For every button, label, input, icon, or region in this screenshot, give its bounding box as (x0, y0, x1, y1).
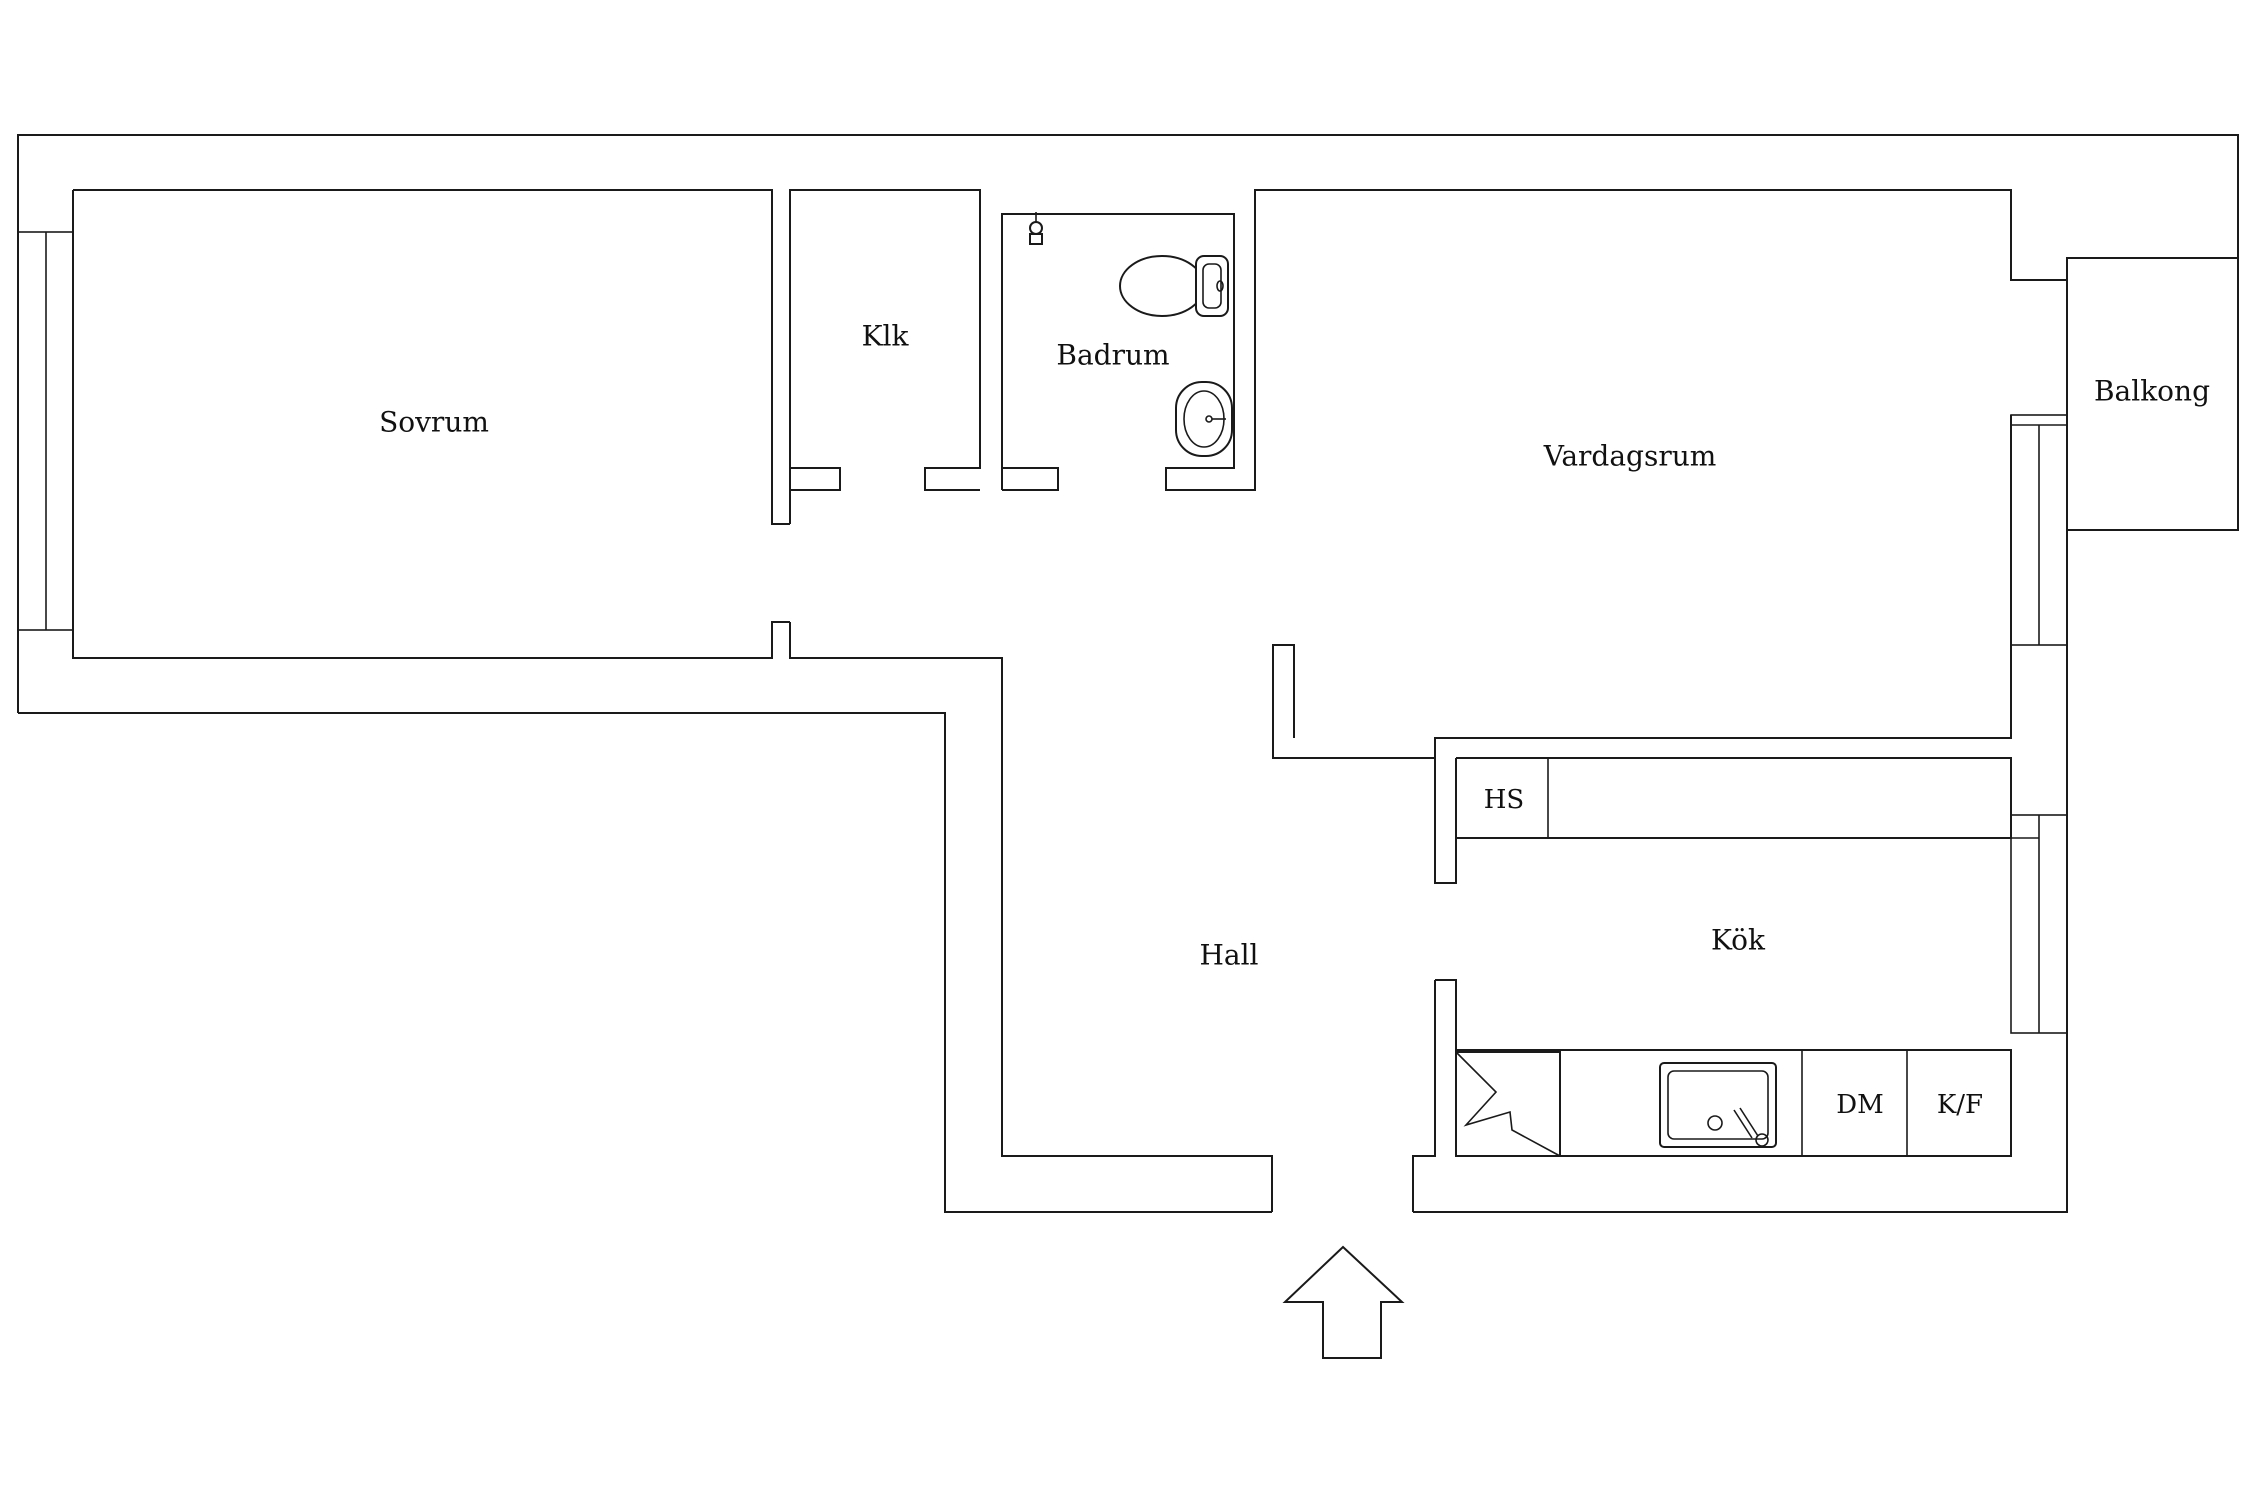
klk-room (789, 189, 981, 524)
dm-label: DM (1836, 1090, 1883, 1120)
entrance-arrow-icon (1282, 1245, 1405, 1359)
stove-icon (1455, 1051, 1561, 1157)
washbasin-icon (1175, 381, 1233, 457)
vardagsrum-label: Vardagsrum (1543, 440, 1717, 473)
toilet-icon (1119, 255, 1229, 317)
kf-label: K/F (1937, 1090, 1983, 1120)
hs-label: HS (1484, 785, 1525, 815)
balkong-room (2066, 257, 2238, 531)
badrum-room (1001, 189, 1362, 491)
klk-label: Klk (862, 320, 910, 353)
kok-room (1455, 757, 2068, 1157)
hall-label: Hall (1199, 939, 1258, 972)
kok-label: Kök (1711, 924, 1766, 957)
sovrum-label: Sovrum (379, 406, 489, 439)
balkong-label: Balkong (2094, 375, 2210, 408)
kitchen-sink-icon (1659, 1062, 1777, 1148)
vardagsrum-room (1255, 189, 2068, 759)
badrum-label: Badrum (1056, 339, 1169, 372)
shower-head-icon (1029, 212, 1043, 245)
sovrum-room (17, 189, 790, 659)
hall-room (789, 622, 1457, 1212)
